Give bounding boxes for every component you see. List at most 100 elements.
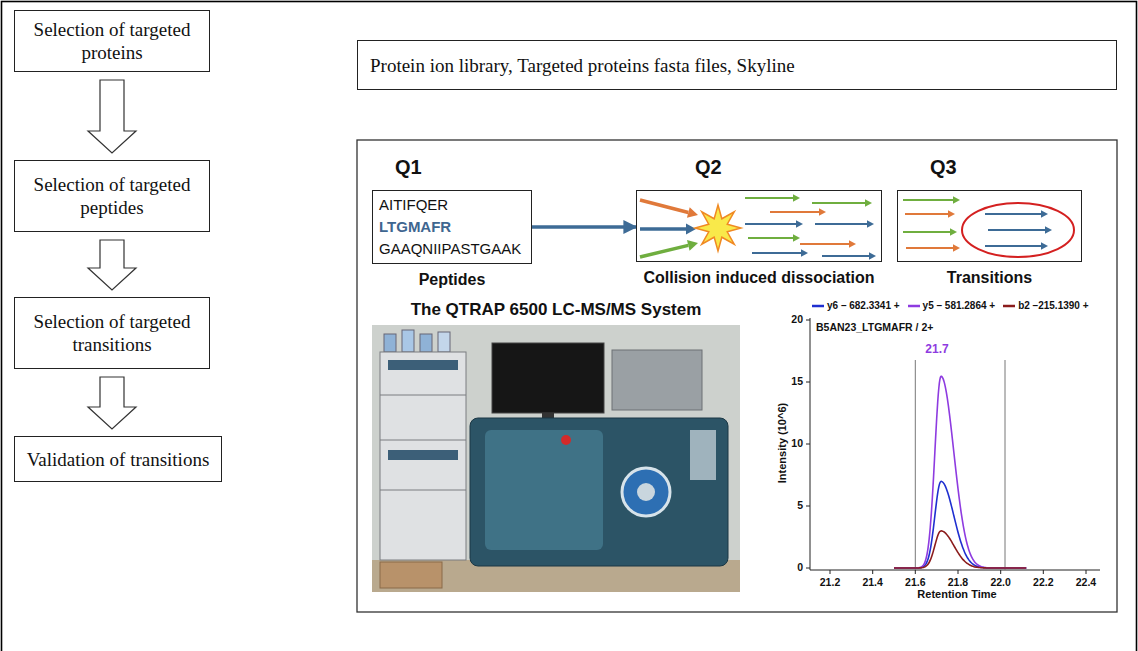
- ion-arrow: [815, 223, 867, 225]
- tick-mark: [806, 444, 810, 445]
- chromatogram-traces: [894, 376, 1026, 568]
- ion-arrowhead: [819, 208, 826, 216]
- quadrupole-box: Q3Transitions: [897, 190, 1082, 262]
- photo-wall: [372, 325, 740, 592]
- ion-arrow: [745, 223, 796, 225]
- legend-line: [1003, 304, 1015, 307]
- ion-arrow: [800, 243, 849, 245]
- legend-line: [1003, 302, 1015, 310]
- tick-label: 22.0: [984, 576, 1018, 588]
- stage-label: Q2: [695, 156, 722, 179]
- legend-line: [908, 304, 920, 307]
- pump-unit: [612, 350, 702, 410]
- ion-arrowhead: [867, 220, 874, 228]
- tick-label: 20: [770, 313, 803, 325]
- ion-arrow: [752, 252, 801, 254]
- tick-label: 0: [770, 561, 803, 573]
- stage-label: Q1: [395, 156, 422, 179]
- legend-item: y5 – 581.2864 +: [908, 300, 996, 311]
- resource-box: Protein ion library, Targeted proteins f…: [357, 40, 1117, 90]
- tick-mark: [915, 570, 916, 574]
- ion-arrow: [903, 199, 953, 201]
- legend-item: b2 –215.1390 +: [1003, 300, 1088, 311]
- tick-mark: [1043, 570, 1044, 574]
- solvent-bottle: [384, 334, 396, 352]
- ion-arrow: [903, 231, 950, 233]
- ion-arrowhead: [950, 228, 957, 236]
- process-box: Validation of transitions: [14, 436, 222, 482]
- chart-title: B5AN23_LTGMAFR / 2+: [816, 321, 933, 333]
- tick-label: 21.4: [856, 576, 890, 588]
- peptide-sequence: AITIFQER: [379, 194, 525, 216]
- chart-legend: y6 – 682.3341 +y5 – 581.2864 +b2 –215.13…: [812, 300, 1089, 311]
- legend-text: b2 –215.1390 +: [1018, 300, 1088, 311]
- process-box: Selection of targeted proteins: [14, 10, 210, 72]
- solvent-bottle: [420, 334, 432, 352]
- process-box: Selection of targeted peptides: [14, 160, 210, 232]
- legend-line: [908, 302, 920, 310]
- ion-arrowhead: [849, 240, 856, 248]
- chromatogram-trace: [894, 376, 1026, 568]
- flow-block-arrow: [88, 377, 136, 429]
- ion-arrow: [640, 245, 688, 257]
- ion-source: [622, 468, 670, 516]
- tick-mark: [806, 506, 810, 507]
- hplc-stack: [380, 352, 466, 560]
- step-text: Protein ion library, Targeted proteins f…: [370, 54, 1104, 77]
- integration-boundary: [915, 360, 916, 570]
- tick-label: 21.2: [813, 576, 847, 588]
- step-text: Selection of targeted proteins: [21, 18, 203, 64]
- tick-mark: [830, 570, 831, 574]
- ion-arrowhead: [1041, 242, 1048, 250]
- ion-arrowhead: [953, 196, 960, 204]
- stage-caption: Peptides: [419, 271, 486, 289]
- chromatogram-trace: [894, 481, 1026, 568]
- selection-ellipse: [962, 203, 1074, 257]
- peptide-sequence: GAAQNIIPASTGAAK: [379, 238, 525, 260]
- tick-mark: [958, 570, 959, 574]
- peptide-sequence: LTGMAFR: [379, 216, 525, 238]
- hplc-display: [388, 360, 458, 370]
- tick-label: 21.6: [898, 576, 932, 588]
- ion-arrowhead: [1045, 226, 1052, 234]
- ion-arrowhead: [801, 249, 808, 257]
- ion-arrowhead: [1041, 210, 1048, 218]
- instrument-photo: [372, 325, 740, 592]
- legend-line: [812, 302, 824, 310]
- chart-axes: [806, 318, 1100, 574]
- flow-block-arrow: [88, 240, 136, 290]
- ion-arrow: [812, 202, 865, 204]
- solvent-bottle: [438, 332, 450, 352]
- ion-arrow: [985, 245, 1041, 247]
- status-light: [561, 435, 571, 445]
- ion-arrow: [745, 197, 793, 199]
- ion-arrow: [770, 211, 819, 213]
- tick-mark: [806, 568, 810, 569]
- stage-caption: Collision induced dissociation: [643, 269, 874, 287]
- process-box: Selection of targeted transitions: [14, 297, 210, 369]
- stage-label: Q3: [930, 156, 957, 179]
- cardboard-box: [380, 562, 442, 588]
- ion-source-window: [637, 483, 655, 501]
- ion-arrowhead: [687, 207, 698, 218]
- ion-arrow: [985, 213, 1041, 215]
- tick-label: 15: [770, 375, 803, 387]
- solvent-bottle: [402, 330, 414, 352]
- stage-caption: Transitions: [947, 269, 1032, 287]
- hplc-module-line: [380, 490, 466, 491]
- hplc-display: [388, 450, 458, 460]
- ion-illustrations: [640, 194, 1074, 260]
- chromatogram-trace: [894, 531, 1026, 568]
- panel-frame: [357, 140, 1117, 612]
- ion-arrowhead: [686, 224, 696, 235]
- flow-block-arrow: [88, 80, 136, 153]
- tick-label: 21.8: [941, 576, 975, 588]
- tick-label: 5: [770, 499, 803, 511]
- mass-spectrometer: [470, 418, 728, 566]
- syringe-pump: [690, 430, 716, 480]
- axis-title: Intensity (10^6): [776, 393, 788, 493]
- tick-mark: [1086, 570, 1087, 574]
- ion-arrow: [822, 255, 869, 257]
- ion-arrowhead: [948, 210, 955, 218]
